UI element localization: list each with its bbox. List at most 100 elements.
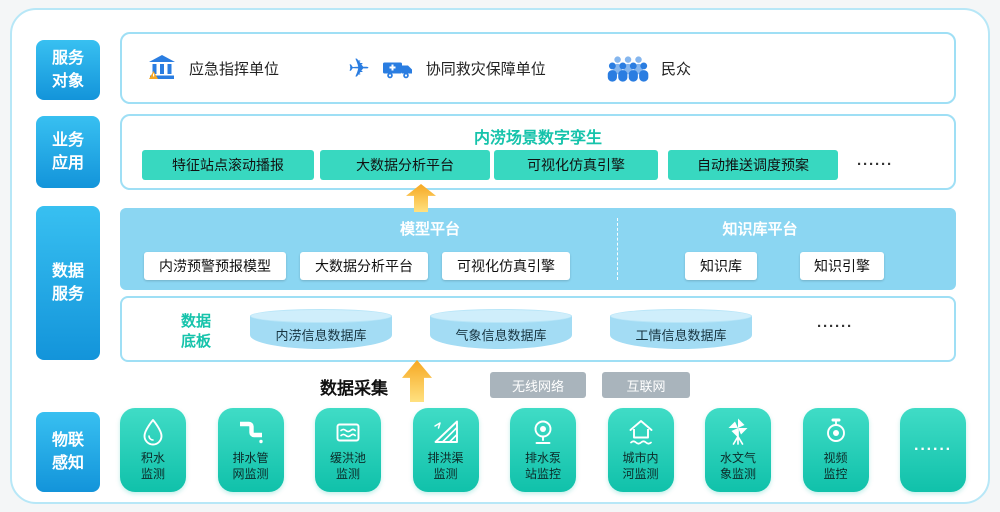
data-collection-title: 数据采集 <box>320 379 388 398</box>
detention-pool-icon <box>336 423 360 442</box>
ellipsis-more: ······ <box>914 441 952 458</box>
iot-tile-label-text: 监测 <box>335 466 360 481</box>
iot-tile: 积水 监测 <box>120 408 186 492</box>
pump-station-camera-icon <box>534 420 552 444</box>
layer-label-iot: 物联 感知 <box>36 412 100 492</box>
data-base-title-text: 底板 <box>180 333 211 351</box>
service-object-label: 民众 <box>661 60 692 78</box>
knowledge-item: 知识引擎 <box>800 252 884 280</box>
layer-label-text: 感知 <box>51 455 84 472</box>
iot-tile: 排洪渠 监测 <box>412 408 479 492</box>
data-services-platform-panel: 模型平台 知识库平台 内涝预警预报模型 大数据分析平台 可视化仿真引擎 知识库 … <box>120 208 956 290</box>
cylinder-top <box>250 309 392 323</box>
iot-tile-label: 视频 监控 <box>823 451 847 482</box>
database-cylinder: 气象信息数据库 <box>430 309 572 351</box>
up-arrow-icon <box>402 360 432 402</box>
layer-label-text: 物联 <box>51 431 84 449</box>
iot-tile-label: 缓洪池 监测 <box>330 451 366 482</box>
iot-tile-label-text: 站监控 <box>524 466 561 481</box>
iot-tile-label-text: 排水管 <box>232 451 269 465</box>
iot-tile: 视频 监控 <box>802 408 869 492</box>
water-drop-icon <box>143 419 163 446</box>
iot-tile: 排水泵 站监控 <box>510 408 576 492</box>
iot-tile-label-text: 视频 <box>823 451 848 465</box>
iot-tile-label: 排水泵 站监控 <box>525 451 561 482</box>
iot-tile-label-text: 监控 <box>823 466 848 481</box>
iot-tile-label-text: 网监测 <box>232 466 269 481</box>
layer-label-text: 服务 <box>51 49 84 67</box>
ambulance-icon <box>382 62 412 79</box>
model-item: 可视化仿真引擎 <box>442 252 570 280</box>
layer-label-text: 业务 <box>51 131 84 149</box>
service-object-label: 应急指挥单位 <box>189 60 280 78</box>
database-label: 气象信息数据库 <box>455 328 547 343</box>
cylinder-top <box>430 309 572 323</box>
iot-tile-more: ······ <box>900 408 966 492</box>
data-base-title: 数据 底板 <box>164 312 228 353</box>
flood-channel-icon <box>433 420 458 443</box>
service-objects-panel: 应急指挥单位 ✈ 协同救灾保障单位 <box>120 32 956 104</box>
iot-tile: 排水管 网监测 <box>217 408 284 492</box>
wireless-network-badge: 无线网络 <box>490 372 586 398</box>
weather-windmill-icon <box>728 418 748 445</box>
iot-tile-label: 排洪渠 监测 <box>427 451 463 482</box>
iot-tile-label-text: 排洪渠 <box>427 451 464 465</box>
ellipsis-more: ······ <box>857 156 893 173</box>
iot-tile-label-text: 积水 <box>140 451 165 465</box>
iot-tile-label-text: 排水泵 <box>524 451 561 465</box>
iot-tile-label: 水文气 象监测 <box>720 451 756 482</box>
layer-label-business-apps: 业务 应用 <box>36 116 100 188</box>
data-base-panel: 数据 底板 内涝信息数据库 气象信息数据库 工情信息数据库 ······ <box>120 296 956 362</box>
iot-tile-label: 排水管 网监测 <box>232 451 268 482</box>
layer-label-text: 服务 <box>51 286 84 303</box>
dashed-divider <box>617 218 618 280</box>
iot-tile-label-text: 河监测 <box>622 466 659 481</box>
app-button: 大数据分析平台 <box>320 150 490 180</box>
iot-tile-label-text: 监测 <box>140 466 165 481</box>
iot-tile: 水文气 象监测 <box>705 408 771 492</box>
iot-tile-label-text: 象监测 <box>719 466 756 481</box>
service-object-label: 协同救灾保障单位 <box>425 60 546 78</box>
layer-label-text: 数据 <box>51 262 84 280</box>
app-button: 自动推送调度预案 <box>668 150 838 180</box>
drain-pipe-icon <box>239 421 263 444</box>
crowd-icon <box>607 56 649 82</box>
data-base-title-text: 数据 <box>180 313 211 330</box>
model-item: 内涝预警预报模型 <box>144 252 286 280</box>
database-label: 工情信息数据库 <box>635 328 727 343</box>
iot-tile: 城市内 河监测 <box>607 408 674 492</box>
urban-river-icon <box>629 420 652 445</box>
database-cylinder: 内涝信息数据库 <box>250 309 392 351</box>
service-object-item: ✈ 协同救灾保障单位 <box>348 55 546 81</box>
app-button: 特征站点滚动播报 <box>142 150 314 180</box>
internet-badge: 互联网 <box>602 372 690 398</box>
layer-label-data-services: 数据 服务 <box>36 206 100 360</box>
digital-twin-title: 内涝场景数字孪生 <box>473 130 602 147</box>
model-platform-title: 模型平台 <box>399 221 460 238</box>
iot-tile-label-text: 缓洪池 <box>329 451 366 465</box>
government-building-icon <box>149 55 175 79</box>
ellipsis-more: ······ <box>817 318 853 335</box>
iot-tile-label-text: 城市内 <box>622 451 659 465</box>
database-label: 内涝信息数据库 <box>275 328 367 343</box>
service-object-item: 民众 <box>604 53 691 83</box>
app-button: 可视化仿真引擎 <box>494 150 658 180</box>
iot-tile-label-text: 监测 <box>433 466 458 481</box>
database-cylinder: 工情信息数据库 <box>610 309 752 351</box>
video-camera-icon <box>826 418 845 442</box>
knowledge-platform-title: 知识库平台 <box>722 221 798 238</box>
iot-tile-label-text: 水文气 <box>719 451 756 465</box>
iot-tiles-row: 积水 监测 排水管 网监测 缓洪池 监测 <box>120 408 966 492</box>
layer-label-service-objects: 服务 对象 <box>36 40 100 100</box>
layer-label-text: 对象 <box>51 73 84 90</box>
iot-tile-label: 积水 监测 <box>141 451 165 482</box>
airplane-icon: ✈ <box>348 53 370 83</box>
up-arrow-icon <box>406 184 436 212</box>
model-item: 大数据分析平台 <box>300 252 428 280</box>
iot-tile-label: 城市内 河监测 <box>622 451 658 482</box>
layer-label-text: 应用 <box>51 155 84 172</box>
service-object-item: 应急指挥单位 <box>146 52 279 84</box>
cylinder-top <box>610 309 752 323</box>
knowledge-item: 知识库 <box>685 252 757 280</box>
iot-tile: 缓洪池 监测 <box>315 408 381 492</box>
